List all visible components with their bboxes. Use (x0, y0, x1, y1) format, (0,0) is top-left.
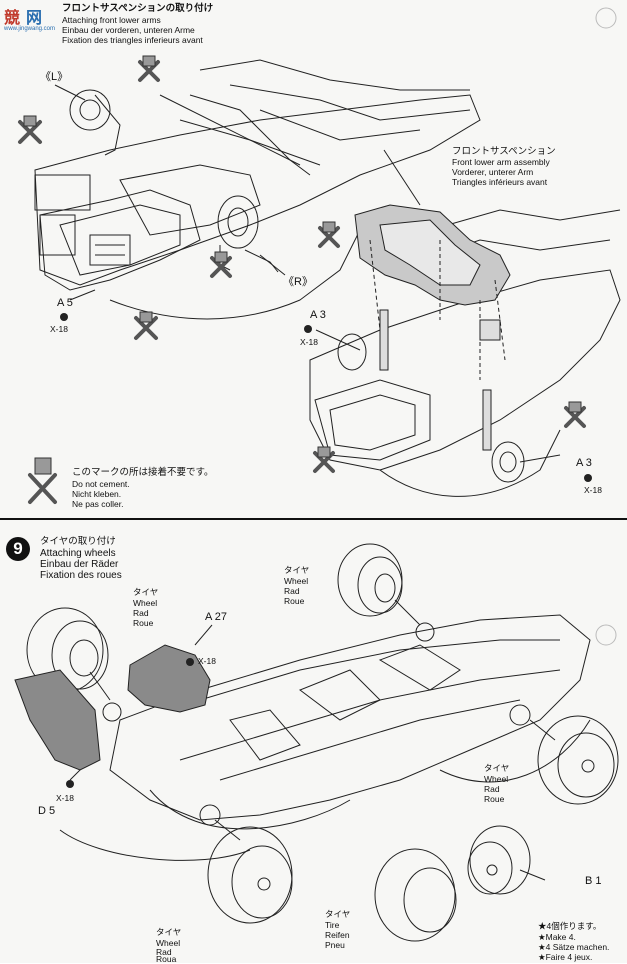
wheel-label-1-fr: Roue (133, 618, 154, 628)
screw-icon (66, 780, 74, 788)
part-a3-left-label: A 3 (310, 309, 326, 321)
screw-a27-label: X-18 (198, 656, 216, 666)
assembly-label-de: Vorderer, unterer Arm (452, 167, 534, 177)
assembly-label-en: Front lower arm assembly (452, 157, 550, 167)
wheel-label-4-fr: Roua (156, 954, 177, 964)
wheel-label-3-en: Wheel (484, 774, 509, 784)
step8-panel: フロントサスペンションの取り付け Attaching front lower a… (18, 3, 621, 509)
no-cement-note-de: Nicht kleben. (72, 489, 122, 499)
wheel-label-2-en: Wheel (284, 576, 309, 586)
step8-title-en: Attaching front lower arms (62, 15, 161, 25)
screw-d5-label: X-18 (56, 793, 74, 803)
watermark-char-a: 競 (4, 10, 21, 27)
screw-icon (304, 325, 312, 333)
wheel-label-1-de: Rad (133, 608, 149, 618)
part-a27-label: A 27 (205, 611, 228, 623)
step8-title-fr: Fixation des triangles inferieurs avant (62, 35, 203, 45)
no-cement-note-en: Do not cement. (72, 479, 130, 489)
wheel-label-3-jp: タイヤ (484, 763, 510, 773)
wheel-label-3-de: Rad (484, 784, 500, 794)
wheel-label-4-de: Rad (156, 947, 172, 957)
assembly-label-jp: フロントサスペンション (452, 146, 556, 157)
wheel-label-4-jp: タイヤ (156, 927, 182, 937)
assembly-label-fr: Triangles inférieurs avant (452, 177, 548, 187)
make-four-fr: ★Faire 4 jeux. (538, 952, 593, 962)
screw-icon (60, 313, 68, 321)
label-left-side: 《L》 (40, 71, 69, 83)
step9-title-jp: タイヤの取り付け (40, 536, 116, 547)
watermark-url: www.jingwang.com (4, 26, 56, 32)
label-right-side: 《R》 (283, 276, 313, 288)
tire-label-en: Tire (325, 920, 340, 930)
make-four-de: ★4 Sätze machen. (538, 942, 610, 952)
part-a3-right-label: A 3 (576, 457, 592, 469)
screw-a5-label: X-18 (50, 324, 68, 334)
wheel-label-4-en: Wheel (156, 938, 181, 948)
wheel-label-1-jp: タイヤ (133, 587, 159, 597)
step8-title-de: Einbau der vorderen, unteren Arme (62, 25, 195, 35)
watermark-logo: 競 网 www.jingwang.com (4, 4, 56, 40)
step9-number-badge: 9 (6, 537, 30, 561)
part-d5-label: D 5 (38, 805, 56, 817)
wheel-label-3-fr: Roue (484, 794, 505, 804)
watermark-char-b: 网 (26, 10, 43, 27)
wheel-label-2-fr: Roue (284, 596, 305, 606)
wheel-label-2-jp: タイヤ (284, 565, 310, 575)
step9-title-de: Einbau der Räder (40, 559, 119, 570)
step8-illustration (18, 7, 621, 504)
tire-label-jp: タイヤ (325, 909, 351, 919)
screw-icon (186, 658, 194, 666)
wheel-label-2-de: Rad (284, 586, 300, 596)
step9-title-fr: Fixation des roues (40, 570, 122, 581)
screw-a3-right-label: X-18 (584, 485, 602, 495)
part-a5-label: A 5 (57, 297, 73, 309)
step9-title-en: Attaching wheels (40, 548, 116, 559)
tire-label-fr: Pneu (325, 940, 345, 950)
no-cement-note-jp: このマークの所は接着不要です。 (72, 467, 214, 478)
wheel-label-1-en: Wheel (133, 598, 158, 608)
make-four-jp: ★4個作ります。 (538, 921, 602, 931)
tire-label-de: Reifen (325, 930, 350, 940)
part-b1-label: B 1 (585, 875, 602, 887)
step-divider (0, 518, 627, 520)
no-cement-note-fr: Ne pas coller. (72, 499, 124, 509)
make-four-en: ★Make 4. (538, 932, 576, 942)
screw-icon (584, 474, 592, 482)
step8-title-jp: フロントサスペンションの取り付け (62, 3, 214, 14)
screw-a3-left-label: X-18 (300, 337, 318, 347)
